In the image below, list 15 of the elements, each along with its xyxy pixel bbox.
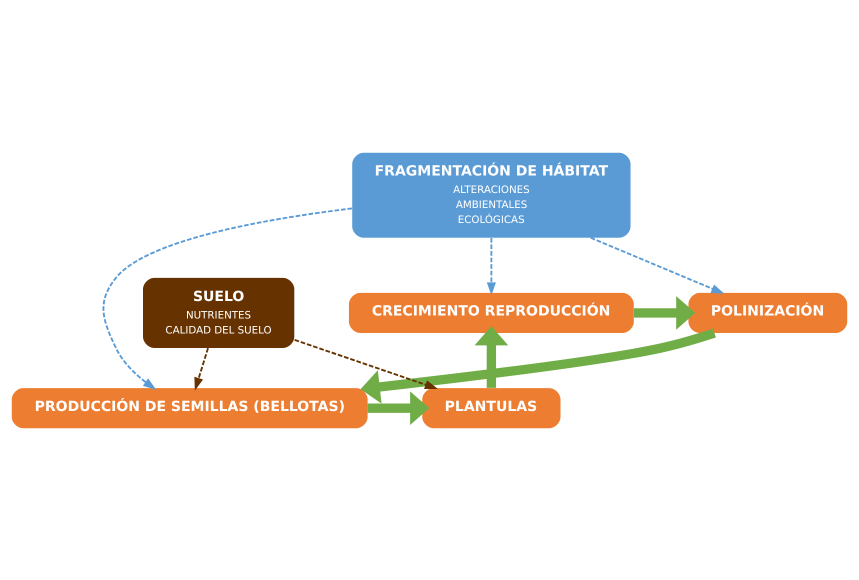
arrow — [486, 237, 496, 295]
node-box: POLINIZACIÓN — [688, 292, 848, 332]
node-box: SUELO NUTRIENTES CALIDAD DEL SUELO — [143, 277, 294, 348]
arrow — [368, 390, 430, 425]
arrow — [102, 206, 352, 390]
node-box: PLANTULAS — [422, 388, 560, 428]
arrow — [360, 328, 716, 404]
node-box: PRODUCCIÓN DE SEMILLAS (BELLOTAS) — [12, 388, 368, 428]
arrow — [634, 296, 696, 330]
arrow — [590, 236, 724, 294]
node-box: FRAGMENTACIÓN DE HÁBITAT ALTERACIONES AMBIENTALES ECOLÓGICAS — [352, 152, 631, 238]
arrow — [294, 338, 438, 389]
node-box: CRECIMIENTO REPRODUCCIÓN — [348, 292, 634, 332]
arrow — [474, 326, 508, 388]
arrow — [194, 347, 209, 390]
